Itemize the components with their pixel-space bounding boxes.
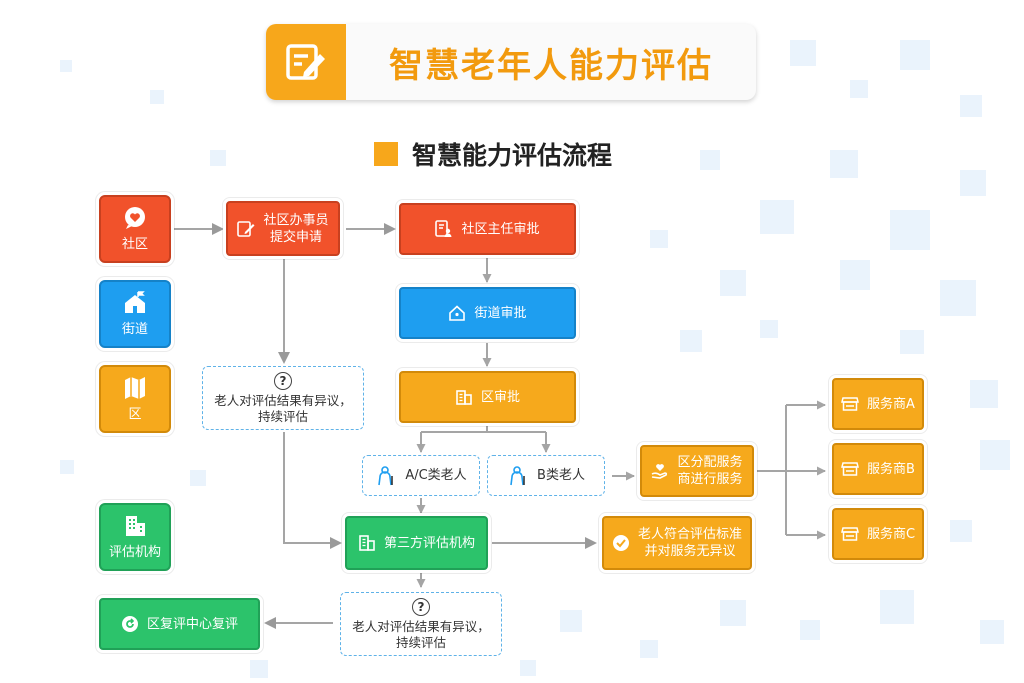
hand-heart-icon — [652, 464, 668, 479]
node-label: 社区主任审批 — [461, 221, 540, 237]
building-icon — [126, 515, 145, 536]
node-label: 老人对评估结果有异议， 持续评估 — [214, 392, 352, 424]
elderly-person-icon — [378, 465, 394, 485]
node-label: B类老人 — [537, 467, 585, 483]
node-objection-left: ? 老人对评估结果有异议， 持续评估 — [202, 366, 364, 430]
map-icon — [125, 376, 145, 399]
node-provider-b: 服务商B — [832, 443, 924, 495]
node-label: 服务商C — [866, 526, 916, 542]
store-icon — [840, 527, 859, 541]
subtitle-text: 智慧能力评估流程 — [412, 141, 613, 170]
question-circle-icon: ? — [274, 371, 292, 390]
page-title: 智慧老年人能力评估 — [389, 45, 713, 86]
title-banner — [266, 24, 756, 100]
legend-assessment-agency: 评估机构 — [99, 503, 171, 571]
legend-district: 区 — [99, 365, 171, 433]
node-label: 第三方评估机构 — [383, 535, 475, 551]
legend-label: 评估机构 — [108, 544, 161, 560]
house-flag-icon — [125, 290, 145, 313]
legend-label: 社区 — [121, 236, 148, 252]
square-bullet-icon — [374, 142, 398, 166]
node-street: 街道审批 — [399, 287, 576, 339]
node-label: 服务商B — [867, 461, 915, 477]
node-provider-a: 服务商A — [832, 378, 924, 430]
node-label: A/C类老人 — [405, 467, 467, 483]
edit-icon — [237, 220, 255, 237]
node-label: 区复评中心复评 — [146, 616, 238, 632]
node-meets-standard: 老人符合评估标准 并对服务无异议 — [602, 516, 752, 570]
node-label: 服务商A — [867, 396, 915, 412]
store-icon — [841, 397, 860, 411]
store-icon — [841, 462, 859, 476]
rotate-icon — [121, 616, 138, 632]
elderly-person-icon — [510, 465, 525, 485]
section-subtitle: 智慧能力评估流程 — [374, 136, 612, 172]
node-district-review: 区复评中心复评 — [99, 598, 260, 650]
node-b-elderly: B类老人 — [487, 455, 605, 496]
legend-community: 社区 — [99, 195, 171, 263]
node-district-allocate: 区分配服务 商进行服务 — [640, 445, 754, 497]
check-circle-icon — [612, 535, 629, 551]
node-community-director: 社区主任审批 — [399, 203, 576, 255]
legend-street: 街道 — [99, 280, 171, 348]
node-third-party-agency: 第三方评估机构 — [345, 516, 488, 570]
node-label: 老人符合评估标准 并对服务无异议 — [637, 527, 742, 559]
house-icon — [449, 305, 466, 321]
edit-document-icon — [266, 24, 346, 100]
building-icon — [359, 535, 375, 551]
node-label: 街道审批 — [474, 305, 527, 321]
chat-heart-icon — [125, 206, 145, 229]
node-label: 区分配服务 商进行服务 — [677, 455, 743, 487]
node-objection-bottom: ? 老人对评估结果有异议， 持续评估 — [340, 592, 502, 656]
node-label: 区审批 — [480, 389, 520, 405]
question-circle-icon: ? — [412, 597, 430, 616]
legend-label: 街道 — [121, 321, 148, 337]
node-label: 老人对评估结果有异议， 持续评估 — [352, 618, 490, 650]
document-person-icon — [435, 220, 452, 237]
node-provider-c: 服务商C — [832, 508, 924, 560]
node-district: 区审批 — [399, 371, 576, 423]
node-community-clerk: 社区办事员 提交申请 — [226, 201, 340, 256]
office-building-icon — [456, 390, 472, 405]
node-ac-elderly: A/C类老人 — [362, 455, 480, 496]
legend-label: 区 — [128, 406, 142, 422]
node-label: 社区办事员 提交申请 — [263, 212, 329, 245]
